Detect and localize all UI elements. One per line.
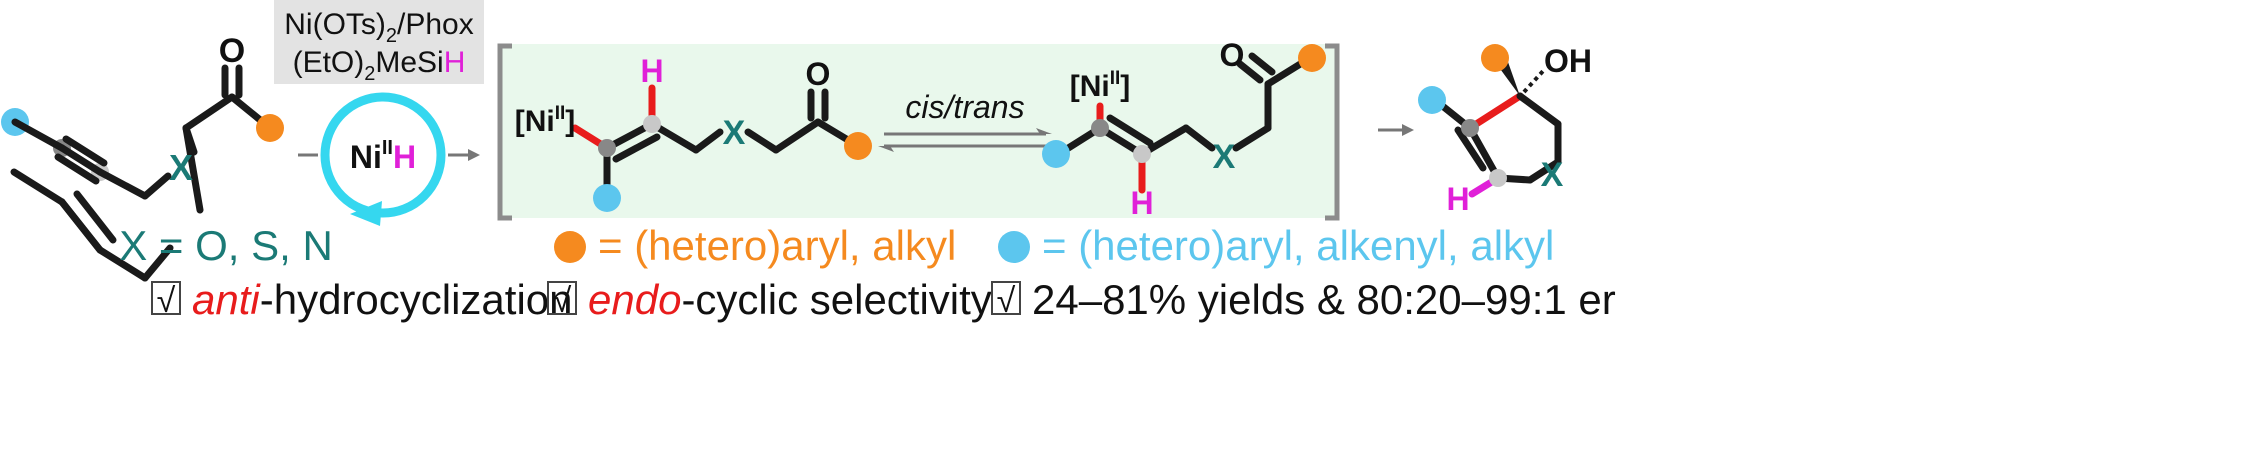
orange-legend-dot — [554, 231, 586, 263]
reagent-box: Ni(OTs)2/Phox (EtO)2MeSiH — [274, 0, 484, 85]
feature-2: endo-cyclic selectivity — [588, 276, 992, 323]
reagent-line-2: (EtO)2MeSiH — [293, 46, 466, 85]
carbonyl-o-label: O — [219, 32, 245, 70]
carbonyl-o-label: O — [1220, 37, 1245, 73]
heteroatom-x-label: X — [1541, 156, 1564, 194]
blue-legend-dot — [998, 231, 1030, 263]
hydroxyl-label: OH — [1544, 43, 1592, 79]
blue-definition: = (hetero)aryl, alkenyl, alkyl — [1042, 222, 1554, 269]
nickel-label: [NiII] — [1070, 68, 1131, 103]
cycle-arrowhead-icon — [350, 201, 382, 226]
left-bracket — [497, 43, 512, 221]
orange-definition: = (hetero)aryl, alkyl — [598, 222, 956, 269]
orange-substituent-dot — [844, 132, 872, 160]
check-icon: √ — [157, 282, 176, 320]
catalyst-label: NiIIH — [350, 137, 416, 175]
check-icon: √ — [553, 282, 572, 320]
substrate-bonds — [11, 118, 198, 200]
features-row: √ anti-hydrocyclization √ endo-cyclic se… — [151, 276, 1616, 323]
hydride-h-label: H — [640, 53, 663, 89]
check-icon: √ — [997, 282, 1016, 320]
feature-3: 24–81% yields & 80:20–99:1 er — [1032, 276, 1616, 323]
hydride-h-label: H — [1130, 185, 1153, 221]
orange-substituent-dot — [256, 114, 284, 142]
orange-substituent-dot — [1298, 44, 1326, 72]
vinyl-h-label: H — [1446, 181, 1469, 217]
arrow-to-product — [1378, 124, 1414, 136]
intermediate-panel — [500, 44, 1335, 218]
intermediate-right: [NiII] H X O — [1042, 37, 1326, 221]
blue-substituent-dot — [1042, 140, 1070, 168]
blue-substituent-dot — [1418, 86, 1446, 114]
reagent-line-1: Ni(OTs)2/Phox — [284, 8, 474, 47]
intermediate-left: [NiII] H X O — [515, 53, 872, 212]
legend-row: X = O, S, N = (hetero)aryl, alkyl = (het… — [119, 222, 1554, 269]
carbonyl-o-label: O — [806, 56, 831, 92]
feature-1: anti-hydrocyclization — [192, 276, 573, 323]
right-bracket — [1325, 43, 1340, 221]
equilibrium-label: cis/trans — [905, 89, 1024, 125]
cycle-ring — [320, 92, 446, 218]
nickel-label: [NiII] — [515, 103, 576, 138]
orange-substituent-dot — [1481, 44, 1509, 72]
arrow-to-intermediate — [448, 149, 480, 161]
x-definition: X = O, S, N — [119, 222, 333, 269]
product: OH H X — [1418, 43, 1592, 217]
heteroatom-x-label: X — [169, 147, 193, 188]
catalyst-cycle: NiIIH — [320, 92, 446, 226]
blue-substituent-dot — [593, 184, 621, 212]
heteroatom-x-label: X — [723, 114, 746, 152]
equilibrium-arrows: cis/trans — [878, 89, 1052, 152]
heteroatom-x-label: X — [1213, 138, 1236, 176]
